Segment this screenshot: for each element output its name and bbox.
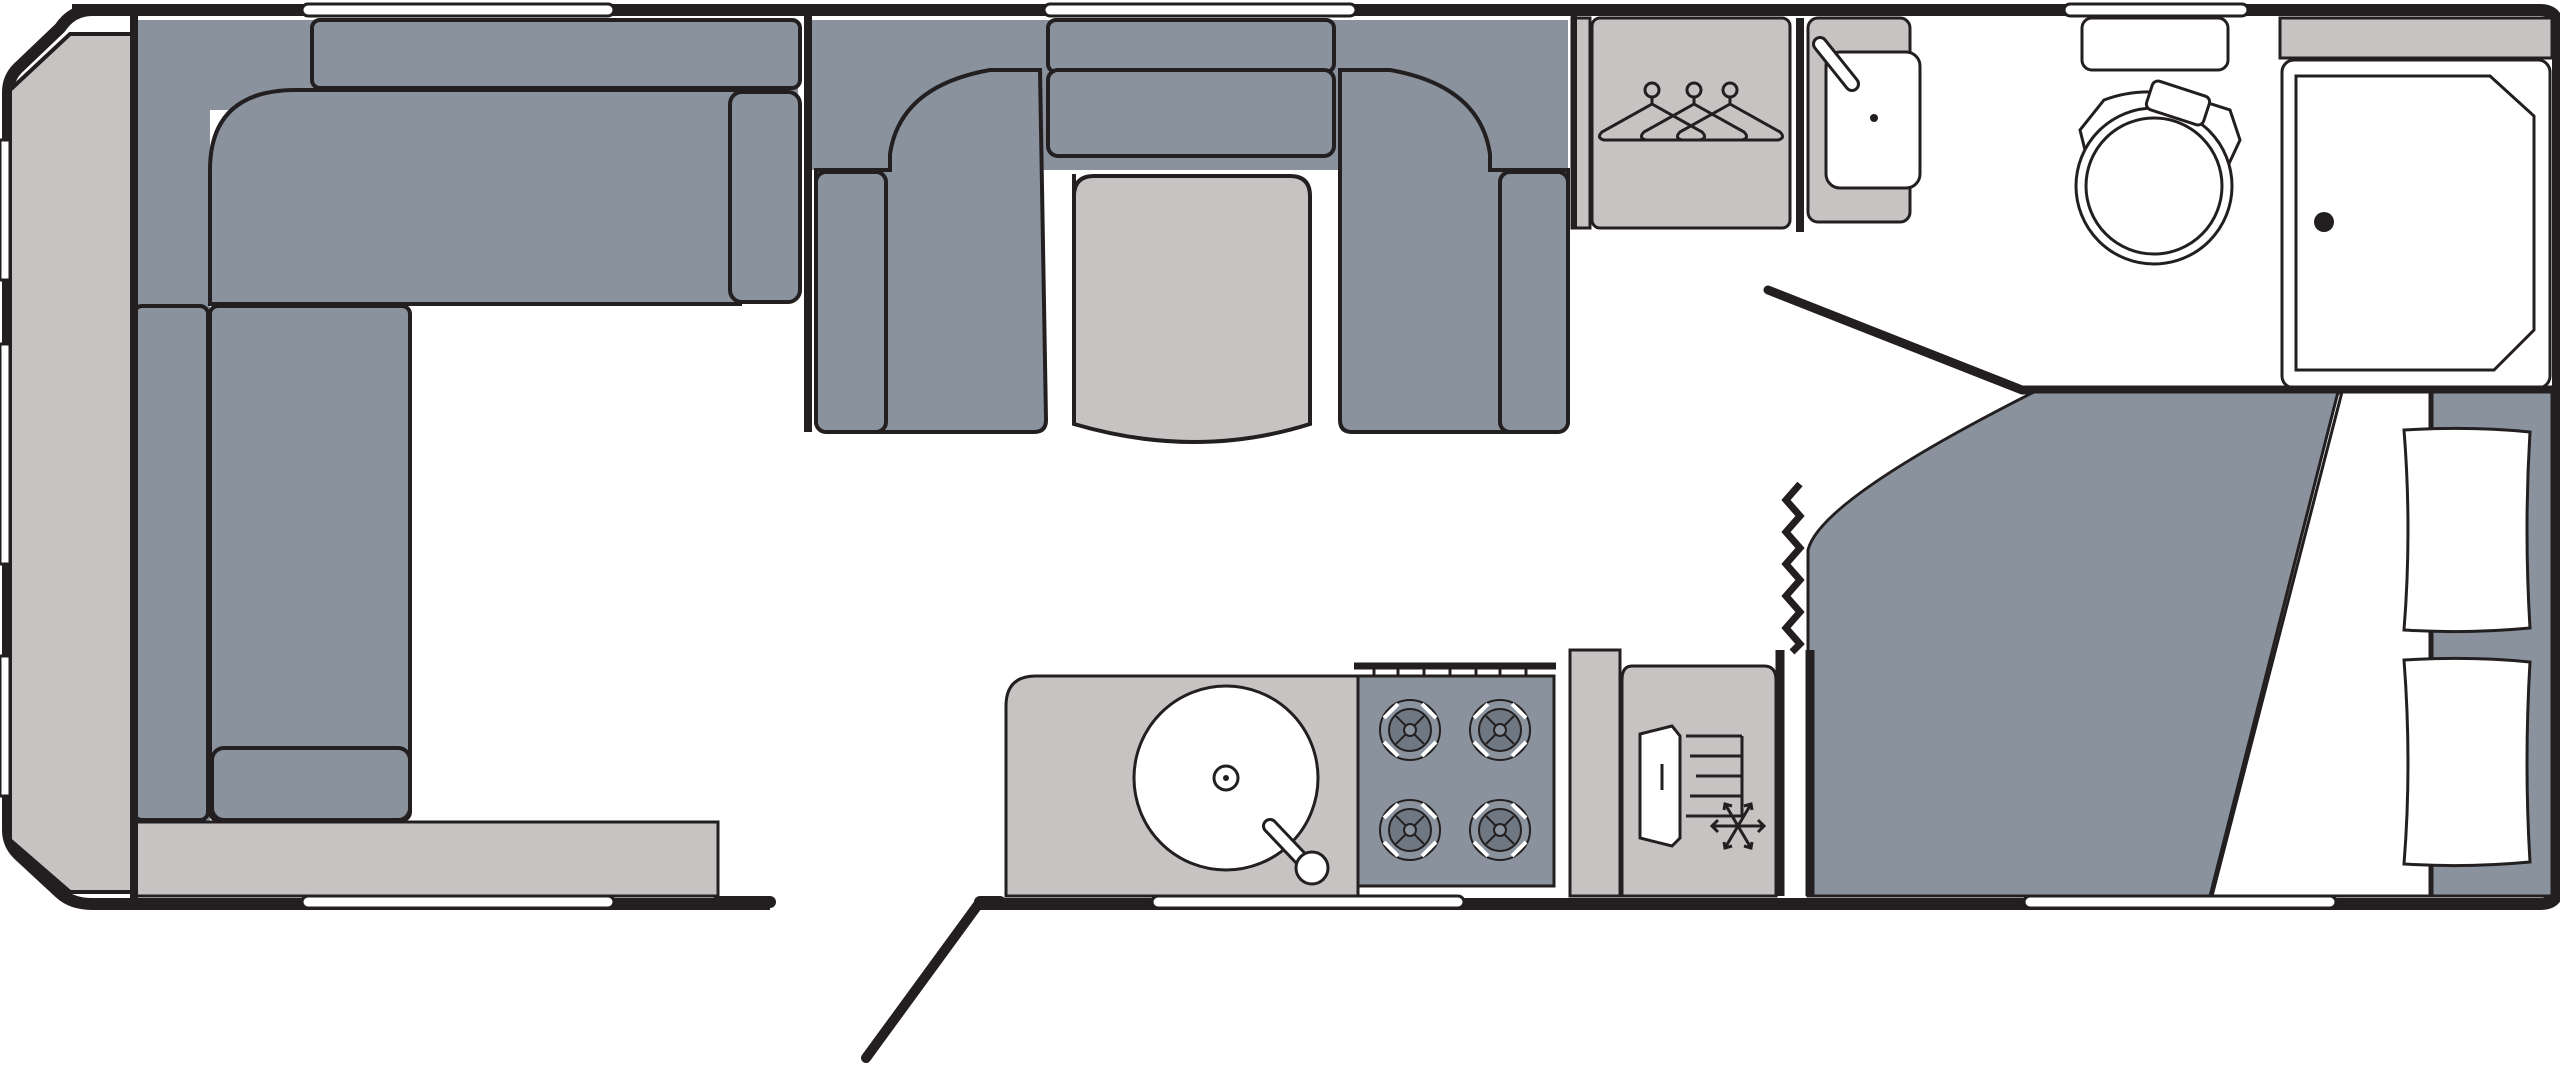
shower-tray: [2294, 74, 2536, 372]
backrest-cushion-top: [310, 18, 802, 90]
burner-icon: [1468, 698, 1532, 762]
entrance-door[interactable]: [861, 897, 985, 1063]
wardrobe-cabinet: [1590, 16, 1792, 230]
window: [0, 342, 12, 566]
snowflake-icon: [1709, 802, 1767, 850]
backrest-cushion-side: [132, 304, 210, 822]
toilet-cistern: [2080, 16, 2230, 72]
burner-icon: [1468, 798, 1532, 862]
window: [1042, 2, 1358, 18]
window: [300, 2, 616, 18]
door-gap: [770, 892, 980, 912]
wardrobe: [1570, 16, 1792, 230]
sofa-end-cushion: [210, 746, 412, 822]
dinette: [808, 18, 1570, 444]
kitchen-column: [1568, 648, 1622, 898]
table: [1072, 174, 1312, 444]
bed-mattress-white: [2210, 390, 2432, 898]
window: [2022, 894, 2338, 910]
dinette-cushion-left: [814, 170, 888, 434]
window: [300, 894, 616, 910]
window: [2062, 2, 2250, 18]
hob: [1356, 674, 1556, 888]
sofa-seat-top: [208, 88, 742, 306]
sofa-seat-side: [208, 304, 412, 822]
window: [1150, 894, 1466, 910]
pillow: [2402, 656, 2532, 868]
dinette-seat-back: [1046, 68, 1336, 158]
front-chest: [8, 32, 134, 894]
front-lounge: [132, 18, 802, 898]
kitchen: [1004, 648, 1778, 898]
dinette-cushion-mid: [1046, 18, 1336, 74]
bed-base: [1806, 390, 2340, 898]
window: [0, 138, 12, 282]
sofa-arm-cushion: [728, 90, 802, 304]
pillow: [2402, 426, 2532, 634]
fridge-door: [1638, 724, 1682, 848]
basin-drain: [1870, 114, 1878, 122]
bedroom: [1806, 390, 2554, 898]
washroom: [1796, 16, 2554, 390]
shower-top: [2278, 16, 2554, 60]
burner-icon: [1378, 798, 1442, 862]
bedroom-curtain: [1781, 481, 1805, 655]
burner-icon: [1378, 698, 1442, 762]
dinette-cushion-right: [1498, 170, 1570, 434]
shower-drain: [2314, 212, 2334, 232]
front-shelf: [132, 820, 720, 898]
window: [0, 654, 12, 798]
